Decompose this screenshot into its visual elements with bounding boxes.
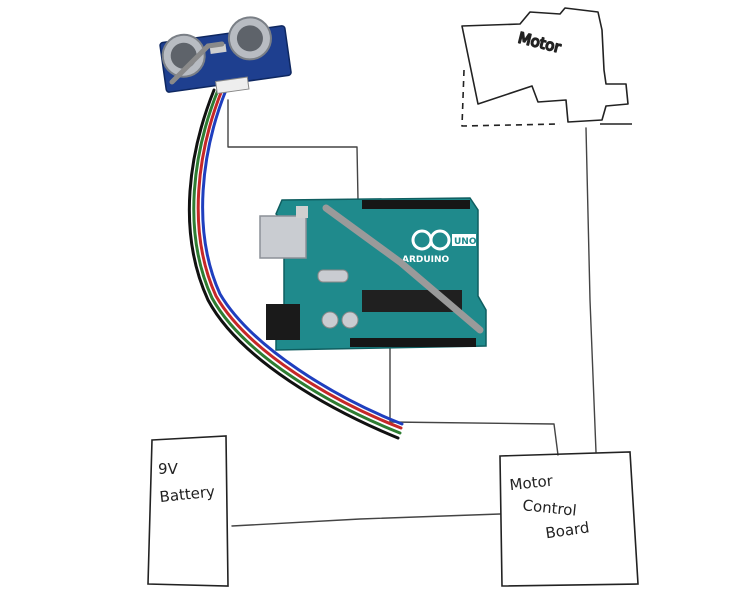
capacitor-2 xyxy=(341,311,359,329)
board-label-line3: Board xyxy=(544,518,590,542)
battery-outline xyxy=(147,435,229,587)
usb-port xyxy=(259,215,307,259)
wire-green xyxy=(192,88,402,435)
arduino-logo-right xyxy=(429,229,451,251)
wire-blue xyxy=(201,88,404,426)
motor-control-board-outline xyxy=(499,451,639,587)
connection-lines xyxy=(227,99,597,527)
board-label-line2: Control xyxy=(522,496,578,520)
motor-to-board-line xyxy=(585,127,597,453)
battery: 9V Battery xyxy=(147,435,229,587)
board-label-line1: Motor xyxy=(509,472,555,495)
battery-label-voltage: 9V xyxy=(158,460,179,478)
sensor-ribbon-wire xyxy=(187,88,404,440)
sensor-strap xyxy=(169,41,225,85)
uno-badge-text: UNO xyxy=(454,237,477,247)
digital-header xyxy=(362,200,470,209)
capacitor-1 xyxy=(321,311,339,329)
battery-to-board-line xyxy=(231,513,501,527)
motor-dashed-housing xyxy=(461,69,561,127)
power-header xyxy=(350,338,476,347)
motor: Motor xyxy=(461,7,632,127)
motor-control-board: Motor Control Board xyxy=(499,451,639,587)
arduino-pcb xyxy=(275,197,487,351)
arduino-to-board-line xyxy=(389,347,559,456)
crystal-oscillator xyxy=(317,269,349,283)
sensor-to-arduino-line xyxy=(227,99,359,201)
motor-label: Motor xyxy=(516,29,563,57)
ultrasonic-sensor xyxy=(159,16,292,95)
uno-badge xyxy=(452,234,476,246)
dc-power-jack xyxy=(266,304,300,340)
reset-button xyxy=(296,206,308,218)
sensor-header xyxy=(215,76,250,95)
wire-black xyxy=(187,88,400,440)
arduino-strap xyxy=(322,204,484,334)
battery-label-name: Battery xyxy=(159,482,216,506)
wire-red xyxy=(196,88,403,430)
arduino-uno: UNO ARDUINO xyxy=(259,197,487,351)
motor-outline xyxy=(461,7,629,123)
arduino-brand-text: ARDUINO xyxy=(402,255,450,265)
